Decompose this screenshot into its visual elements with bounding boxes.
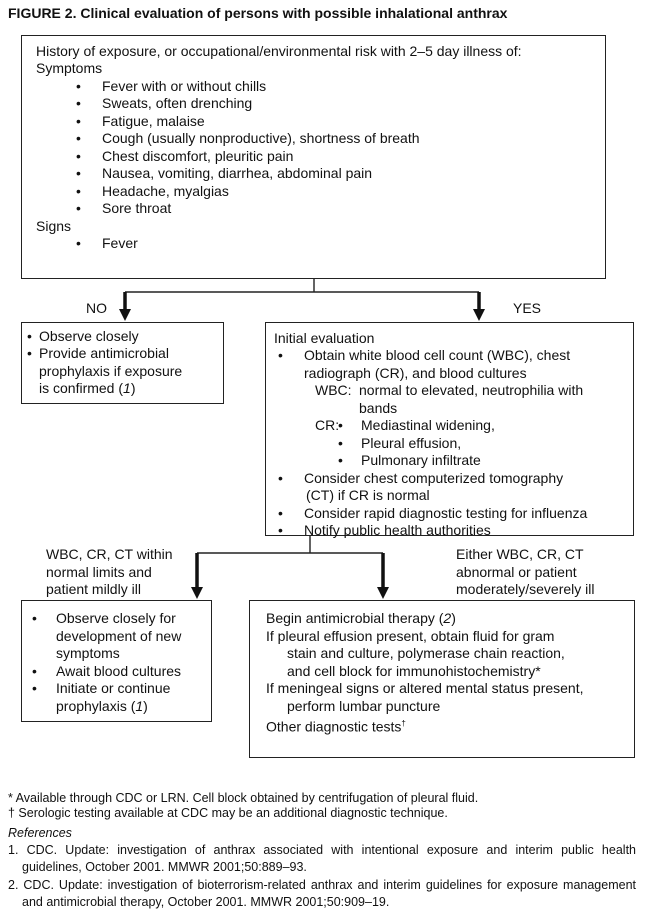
cr-bullet: • — [338, 435, 343, 451]
symptoms-label: Symptoms — [36, 60, 103, 76]
mild-label: WBC, CR, CT within — [46, 546, 173, 562]
initial-item: Obtain white blood cell count (WBC), che… — [278, 347, 570, 365]
arrow-severe — [377, 587, 389, 599]
footnote: † Serologic testing available at CDC may… — [8, 806, 448, 820]
therapy-line-cont: perform lumbar puncture — [287, 698, 441, 714]
therapy-line: If pleural effusion present, obtain flui… — [266, 628, 555, 644]
therapy-line: If meningeal signs or altered mental sta… — [266, 680, 584, 696]
therapy-line-cont: and cell block for immunohistochemistry* — [287, 663, 541, 679]
exposure-heading: History of exposure, or occupational/env… — [36, 43, 522, 59]
no-branch-box: • Observe closely • Provide antimicrobia… — [21, 322, 224, 404]
mild-item-cont: development of new — [56, 628, 182, 644]
cr-item: Pulmonary infiltrate — [361, 452, 481, 468]
severe-label: Either WBC, CR, CT — [456, 546, 584, 562]
sign-item: Fever — [76, 235, 138, 253]
symptom-item: Fever with or without chills — [76, 78, 266, 96]
exposure-history-box: History of exposure, or occupational/env… — [21, 35, 606, 279]
wbc-value-cont: bands — [359, 400, 398, 416]
footnote: * Available through CDC or LRN. Cell blo… — [8, 791, 479, 805]
antimicrobial-therapy-box: Begin antimicrobial therapy (2) If pleur… — [249, 600, 635, 758]
initial-item: Consider rapid diagnostic testing for in… — [278, 505, 587, 523]
therapy-line: Other diagnostic tests† — [266, 718, 406, 735]
no-item-bullet: • — [27, 328, 32, 344]
cr-label: CR: — [315, 417, 340, 433]
mild-bullet: • — [32, 680, 37, 696]
yes-label: YES — [513, 300, 542, 316]
mild-item-cont: symptoms — [56, 645, 120, 661]
cr-item: Pleural effusion, — [361, 435, 462, 451]
wbc-value: normal to elevated, neutrophilia with — [359, 382, 584, 398]
arrow-no — [119, 309, 131, 321]
severe-label: moderately/severely ill — [456, 581, 595, 597]
no-item-prophylaxis-cont: is confirmed (1) — [39, 380, 136, 396]
therapy-line-cont: stain and culture, polymerase chain reac… — [287, 645, 565, 661]
severe-label: abnormal or patient — [456, 564, 577, 580]
no-item-observe: Observe closely — [39, 328, 139, 344]
mild-item-cont: prophylaxis (1) — [56, 698, 148, 714]
mild-label: normal limits and — [46, 564, 152, 580]
mild-bullet: • — [32, 610, 37, 626]
symptom-item: Cough (usually nonproductive), shortness… — [76, 130, 419, 148]
mild-illness-box: • Observe closely for development of new… — [21, 600, 212, 722]
reference-item: 1. CDC. Update: investigation of anthrax… — [8, 843, 636, 874]
symptom-item: Sweats, often drenching — [76, 95, 252, 113]
therapy-heading: Begin antimicrobial therapy (2) — [266, 610, 456, 626]
initial-evaluation-box: Initial evaluation Obtain white blood ce… — [265, 322, 634, 539]
initial-item: Notify public health authorities — [278, 522, 491, 540]
wbc-label: WBC: — [315, 382, 352, 398]
arrow-mild — [191, 587, 203, 599]
mild-item: Await blood cultures — [56, 663, 182, 679]
initial-heading: Initial evaluation — [274, 330, 375, 346]
mild-bullet: • — [32, 663, 37, 679]
cr-item: Mediastinal widening, — [361, 417, 495, 433]
symptom-item: Chest discomfort, pleuritic pain — [76, 148, 293, 166]
symptom-item: Nausea, vomiting, diarrhea, abdominal pa… — [76, 165, 372, 183]
cr-bullet: • — [338, 452, 343, 468]
initial-item-cont: radiograph (CR), and blood cultures — [304, 365, 527, 381]
no-item-bullet: • — [27, 345, 32, 361]
mild-item: Observe closely for — [56, 610, 176, 626]
symptom-item: Headache, myalgias — [76, 183, 229, 201]
symptom-item: Fatigue, malaise — [76, 113, 205, 131]
signs-label: Signs — [36, 218, 72, 234]
mild-label: patient mildly ill — [46, 581, 141, 597]
mild-item: Initiate or continue — [56, 680, 171, 696]
cr-bullet: • — [338, 417, 343, 433]
no-item-prophylaxis: Provide antimicrobial — [39, 345, 169, 361]
symptom-item: Sore throat — [76, 200, 171, 218]
reference-item: 2. CDC. Update: investigation of bioterr… — [8, 878, 636, 909]
no-item-prophylaxis-cont: prophylaxis if exposure — [39, 363, 183, 379]
arrow-yes — [473, 309, 485, 321]
initial-item: Consider chest computerized tomography — [278, 470, 563, 488]
initial-item-cont: (CT) if CR is normal — [306, 487, 430, 503]
figure-title: FIGURE 2. Clinical evaluation of persons… — [8, 5, 508, 21]
references-heading: References — [8, 826, 72, 840]
no-label: NO — [86, 300, 107, 316]
